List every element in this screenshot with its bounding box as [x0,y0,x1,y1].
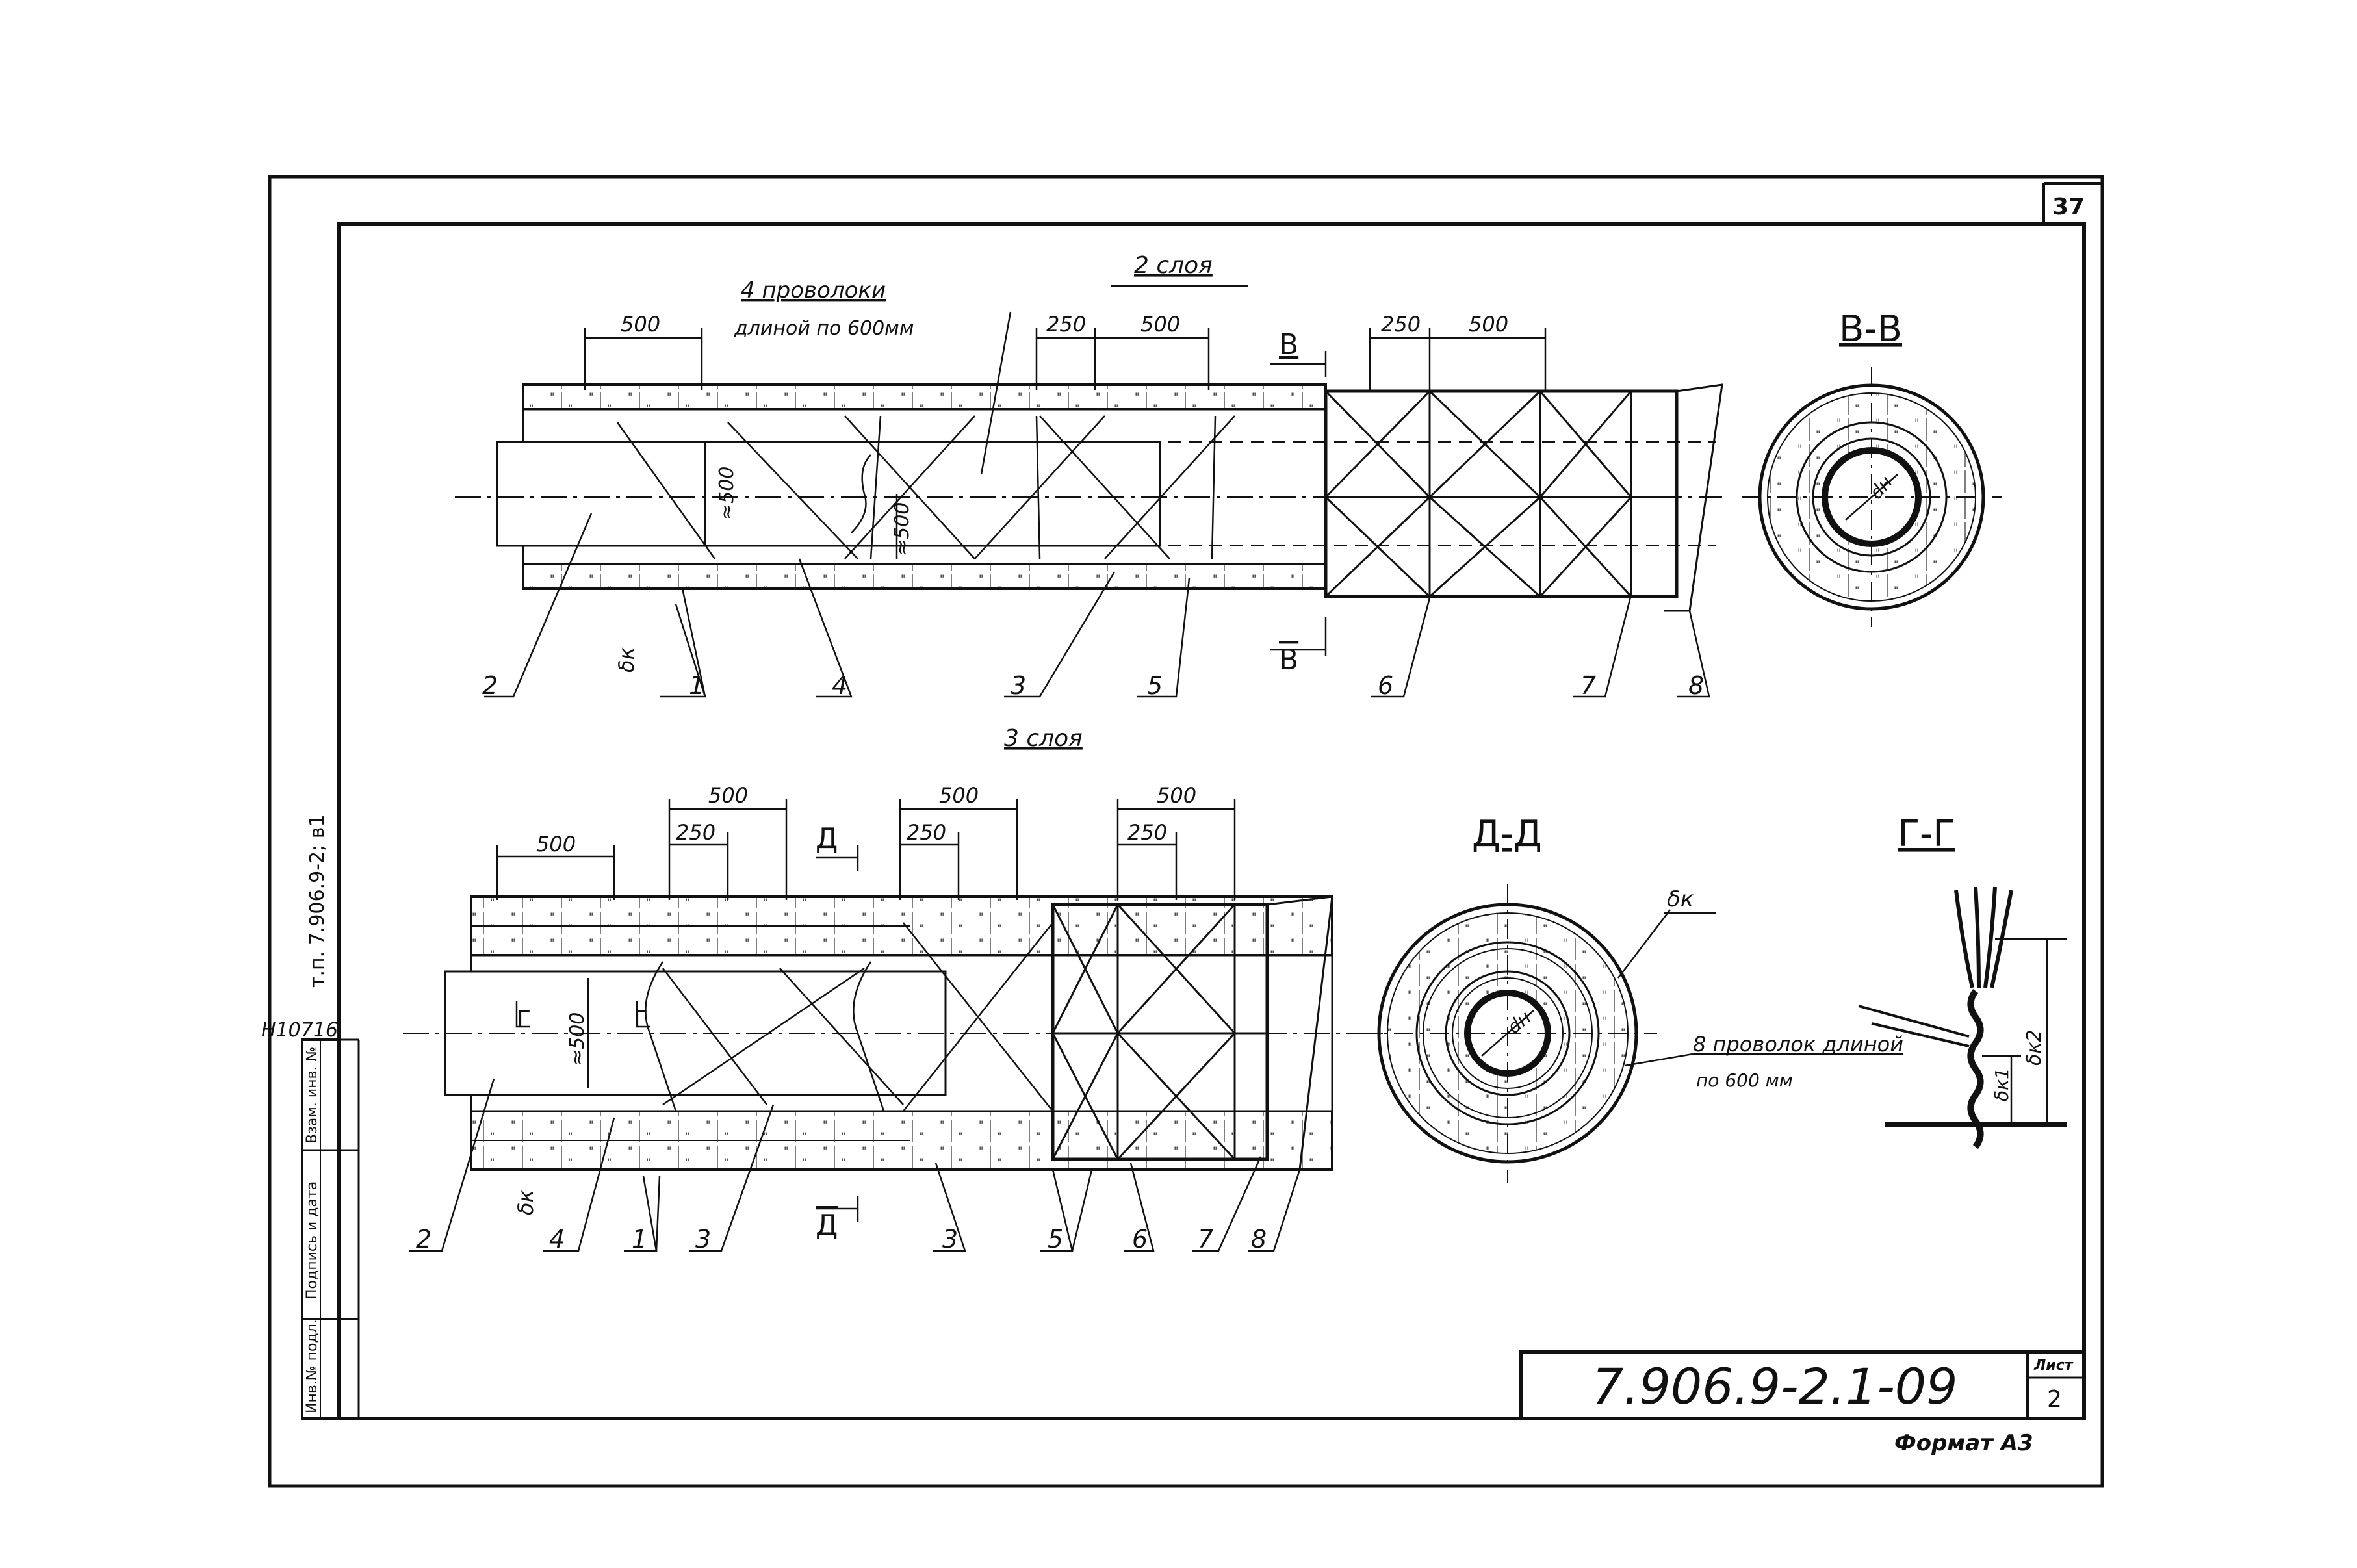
top-dim-2: 250 [1046,312,1086,337]
top-pipe-view [455,285,1723,698]
top-callout-2: 2 [482,671,498,700]
gg-dim-2: δк2 [2023,1029,2046,1066]
bottom-view-title: 3 слоя [1004,725,1083,752]
top-side-dim: ≈500 [715,467,738,520]
top-callout-5: 5 [1147,671,1163,700]
drawing-code: 7.906.9-2.1-09 [1592,1357,1958,1415]
bottom-pipe-view [403,799,1404,1252]
top-view-title: 2 слоя [1134,252,1213,279]
section-dd-title: Д-Д [1472,813,1542,855]
top-dim-3: 500 [1140,312,1180,337]
section-dd-dn: dн [1503,1007,1535,1038]
top-dim-1: 500 [621,312,660,337]
bottom-section-mark-lower: Д [816,1209,838,1242]
section-dd-thickness: δк [1667,886,1694,912]
bottom-dim-3: 250 [676,820,715,845]
bottom-callout-2: 2 [416,1225,431,1253]
section-vv-drawing [1742,367,2002,627]
sheet-number: 2 [2047,1386,2062,1413]
top-wire-note-1: 4 проволоки [741,277,886,303]
bottom-dim-7: 250 [1127,820,1167,845]
top-callout-7: 7 [1580,671,1596,700]
section-gg-title: Г-Г [1898,813,1955,855]
bottom-callout-1: 1 [632,1225,647,1253]
top-dim-4: 250 [1381,312,1421,337]
inventory-number: Н10716 [261,1019,338,1042]
dd-wire-note-1: 8 проволок длиной [1693,1032,1903,1057]
bottom-callout-3a: 3 [695,1225,711,1253]
top-callout-8: 8 [1688,671,1704,700]
top-callout-4: 4 [832,671,847,700]
bottom-callout-3b: 3 [942,1225,958,1253]
top-section-mark-lower: В [1279,643,1298,676]
top-callout-3: 3 [1011,671,1026,700]
bottom-dim-2: 500 [708,783,748,808]
bottom-side-dim: ≈500 [566,1012,589,1066]
top-wire-note-2: длиной по 600мм [734,317,914,340]
bottom-thickness: δк [513,1189,538,1215]
bottom-callout-8: 8 [1251,1225,1267,1253]
top-thickness: δк [614,647,639,673]
page-number: 37 [2052,194,2085,220]
bottom-section-mark-upper: Д [816,822,838,855]
bottom-callout-4: 4 [549,1225,565,1253]
bottom-dim-5: 250 [907,820,946,845]
bottom-section-mark-g2: Г [634,1006,648,1033]
bottom-dim-6: 500 [1157,783,1196,808]
bottom-dim-1: 500 [536,832,576,856]
stamp-replace: Взам. инв. № [304,1047,320,1144]
bottom-callout-7: 7 [1198,1225,1213,1253]
format-label: Формат А3 [1894,1430,2033,1456]
top-section-mark-upper: В [1279,328,1298,361]
bottom-callout-6: 6 [1132,1225,1148,1253]
top-side-dim-2: ≈500 [891,502,914,556]
bottom-callout-5: 5 [1048,1225,1063,1253]
top-dim-5: 500 [1469,312,1508,337]
dd-wire-note-2: по 600 мм [1696,1070,1793,1091]
bottom-dim-4: 500 [939,783,979,808]
section-dd-drawing [1358,884,1898,1183]
bottom-section-mark-g1: Г [517,1006,531,1033]
top-callout-6: 6 [1378,671,1393,700]
sheet-label: Лист [2033,1357,2074,1374]
stamp-sign: Подпись и дата [304,1181,320,1300]
stamp-inv: Инв.№ подл. [304,1319,320,1413]
top-callout-1: 1 [689,671,704,700]
sheet-frame [268,175,2104,1488]
section-vv-title: В-В [1839,308,1902,350]
section-gg-drawing [1858,886,2067,1149]
section-vv-dn: dн [1865,472,1896,504]
gg-dim-1: δк1 [1991,1068,2013,1101]
side-code: т.п. 7.906.9-2; в1 [306,814,329,988]
